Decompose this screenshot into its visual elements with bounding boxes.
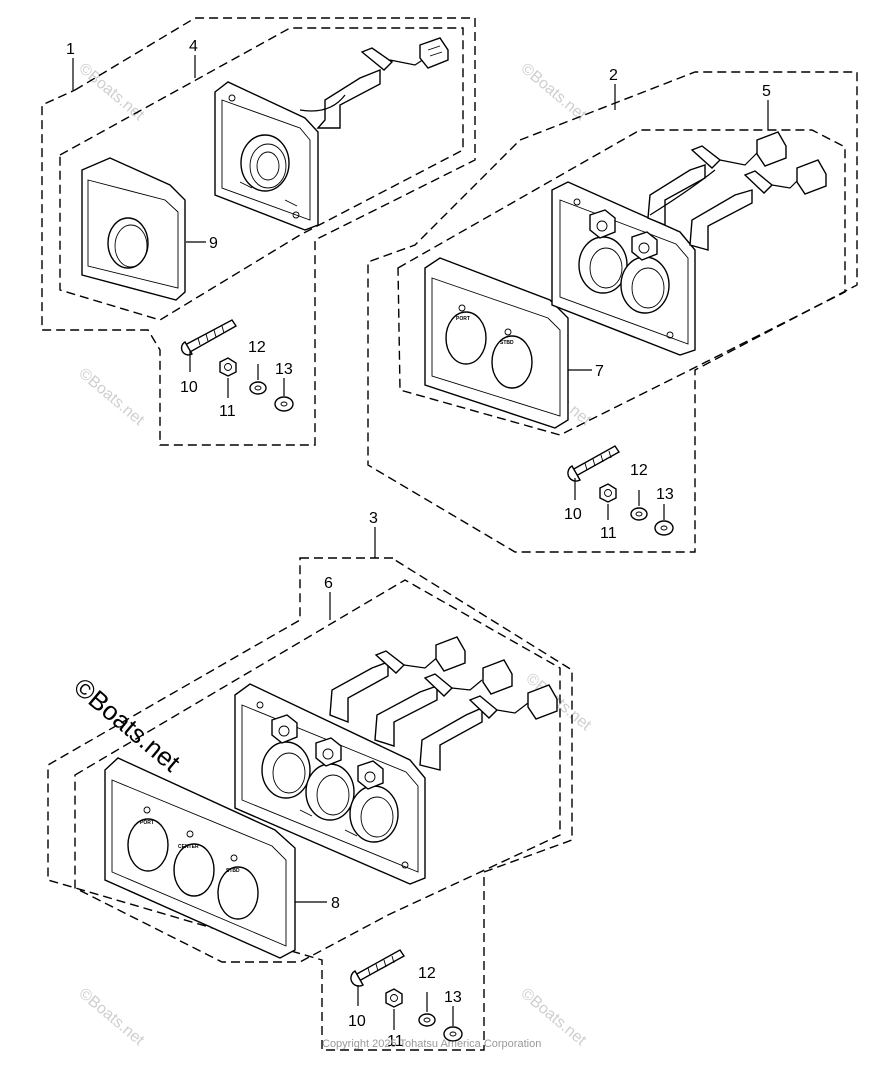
callout-5: 5 (762, 83, 771, 100)
callout-11: 11 (387, 1033, 404, 1050)
callout-11: 11 (219, 403, 236, 420)
watermark: ©Boats.net (517, 60, 589, 124)
group-4-outline (59, 27, 464, 321)
callout-6: 6 (324, 575, 333, 592)
panel-label-port: PORT (140, 820, 154, 826)
group-2-outline (367, 71, 858, 553)
callout-12: 12 (630, 462, 648, 479)
watermark: ©Boats.net (75, 60, 147, 124)
panel-label-center: CENTER (178, 844, 199, 850)
callout-numbers: 1 4 9 10 11 12 13 2 5 7 10 11 12 13 3 6 … (66, 38, 771, 1050)
hardware-group-2 (567, 445, 674, 536)
callout-13: 13 (656, 486, 674, 503)
copyright-text: Copyright 2025 Tohatsu America Corporati… (322, 1038, 541, 1050)
group-3-outline (47, 557, 573, 1051)
watermark: ©Boats.net (75, 365, 147, 429)
panel-label-stbd: STBD (500, 340, 514, 346)
callout-1: 1 (66, 41, 75, 58)
callout-7: 7 (595, 363, 604, 380)
group-6-outline (74, 579, 561, 963)
group-1-single-switch (41, 17, 476, 446)
switch-4 (214, 37, 449, 231)
callout-12: 12 (418, 965, 436, 982)
callout-13: 13 (275, 361, 293, 378)
group-2-dual-switch: PORT STBD (367, 71, 858, 553)
callout-9: 9 (209, 235, 218, 252)
group-1-outline (41, 17, 476, 446)
switch-5 (551, 131, 827, 356)
callout-8: 8 (331, 895, 340, 912)
panel-label-port: PORT (456, 316, 470, 322)
callout-10: 10 (180, 379, 198, 396)
watermark: ©Boats.net (75, 985, 147, 1049)
switch-6 (234, 636, 558, 885)
cover-8: PORT CENTER STBD (104, 757, 296, 959)
panel-label-stbd: STBD (226, 868, 240, 874)
callout-10: 10 (564, 506, 582, 523)
callout-12: 12 (248, 339, 266, 356)
group-3-triple-switch: PORT CENTER STBD (47, 557, 573, 1051)
callout-4: 4 (189, 38, 198, 55)
cover-7: PORT STBD (424, 257, 569, 429)
callout-2: 2 (609, 67, 618, 84)
group-5-outline (397, 129, 846, 436)
cover-9 (81, 157, 186, 301)
callout-11: 11 (600, 525, 617, 542)
leader-lines (72, 55, 769, 1030)
hardware-group-1 (180, 319, 294, 412)
hardware-group-3 (350, 949, 463, 1042)
callout-3: 3 (369, 510, 378, 527)
callout-13: 13 (444, 989, 462, 1006)
callout-10: 10 (348, 1013, 366, 1030)
